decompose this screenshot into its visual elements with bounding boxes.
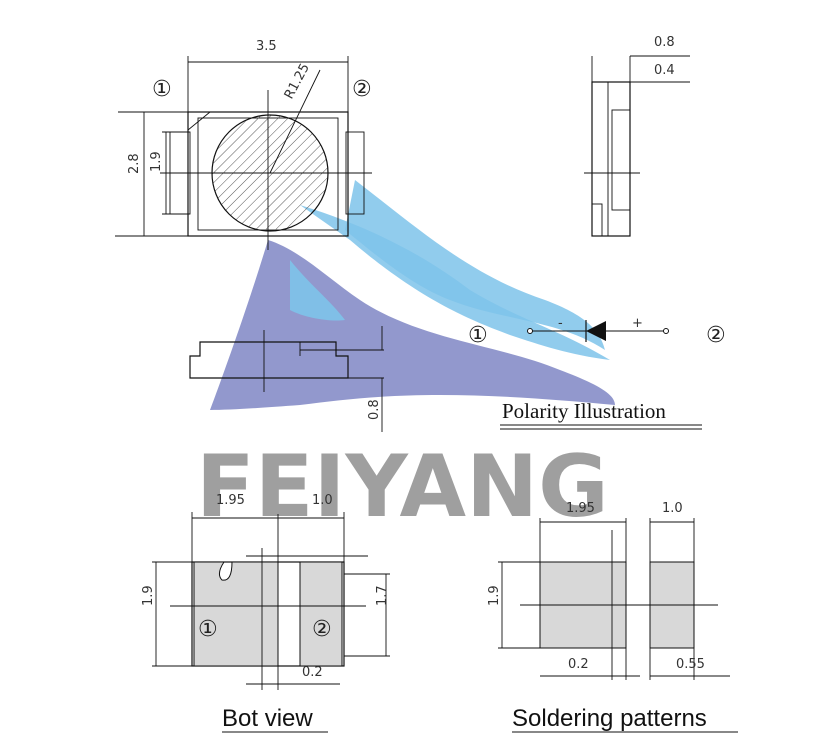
soldering-patterns: 1.95 1.0 1.9 0.2 0.55 Soldering patterns: [487, 501, 738, 733]
top-inner-height-dim: 1.9: [149, 151, 164, 172]
polarity-illustration: ① - + ② Polarity Illustration: [468, 316, 726, 430]
polarity-plus: +: [632, 316, 643, 331]
top-pin1-marker: ①: [152, 77, 172, 102]
polarity-pin2-marker: ②: [706, 323, 726, 348]
polarity-caption: Polarity Illustration: [502, 399, 666, 423]
bot-height-dim: 1.9: [141, 585, 156, 606]
solder-gap-dim: 0.2: [568, 657, 589, 672]
diode-symbol: [586, 321, 606, 341]
top-radius-dim: R1.25: [282, 61, 313, 102]
polarity-minus: -: [558, 316, 563, 331]
bot-pad2-width-dim: 1.0: [312, 493, 333, 508]
front-height-dim: 0.8: [367, 399, 382, 420]
side-view: 0.8 0.4: [584, 35, 690, 237]
solder-pad-width-dim: 1.95: [566, 501, 595, 516]
side-lead-dim: 0.4: [654, 63, 675, 78]
bot-pad-width-dim: 1.95: [216, 493, 245, 508]
solder-height-dim: 1.9: [487, 585, 502, 606]
polarity-pin1-marker: ①: [468, 323, 488, 348]
solder-offset-dim: 0.55: [676, 657, 705, 672]
solder-caption: Soldering patterns: [512, 705, 707, 732]
bot-pin2-marker: ②: [312, 617, 332, 642]
side-total-dim: 0.8: [654, 35, 675, 50]
bot-caption: Bot view: [222, 705, 313, 732]
watermark-logo: [210, 180, 615, 410]
bot-pin1-marker: ①: [198, 617, 218, 642]
bot-inner-height-dim: 1.7: [375, 585, 390, 606]
top-width-dim: 3.5: [256, 39, 277, 54]
bot-view: 1.95 1.0 1.9 1.7 0.2 ① ② Bot view: [141, 493, 390, 733]
solder-pad2-width-dim: 1.0: [662, 501, 683, 516]
top-height-dim: 2.8: [127, 153, 142, 174]
top-pin2-marker: ②: [352, 77, 372, 102]
bot-gap-dim: 0.2: [302, 665, 323, 680]
top-view: 3.5 R1.25 2.8 1.9 ① ②: [115, 39, 372, 250]
front-view: 0.8: [189, 326, 384, 432]
